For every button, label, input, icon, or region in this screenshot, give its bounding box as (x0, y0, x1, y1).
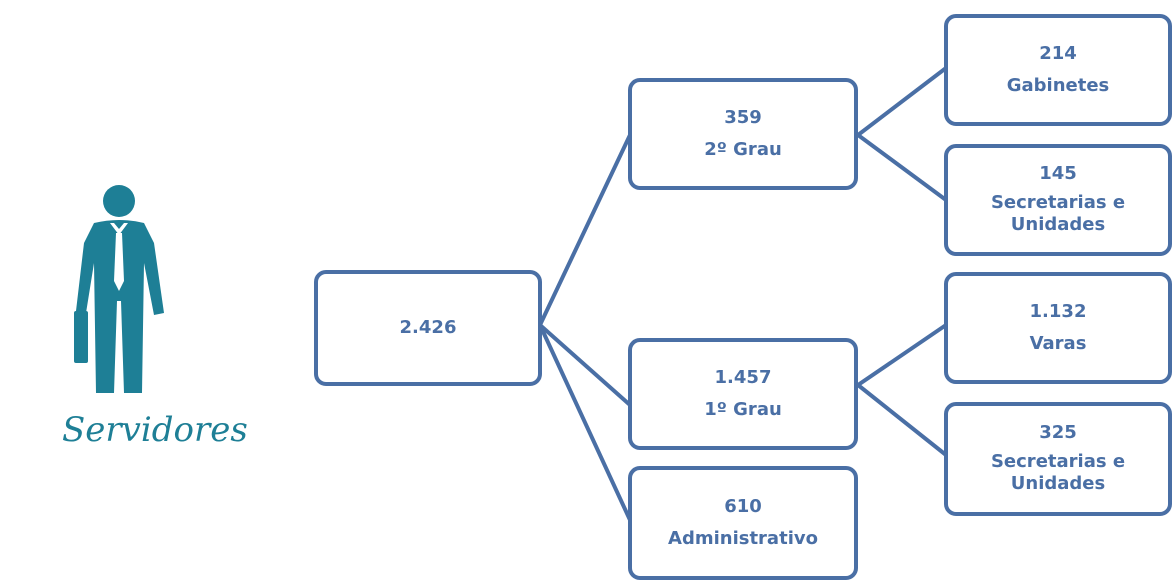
edge-grau1-varas (856, 323, 948, 387)
node-2-grau-value: 359 (724, 106, 762, 128)
node-secretarias-1-grau-label-1: Secretarias e (990, 450, 1126, 472)
node-total-value: 2.426 (399, 316, 457, 338)
edge-root-grau2 (538, 133, 632, 327)
edge-root-grau1 (538, 323, 632, 407)
node-1-grau-label: 1º Grau (704, 399, 782, 420)
businessman-with-briefcase-icon (74, 185, 164, 393)
node-gabinetes-value: 214 (1039, 42, 1077, 64)
edge-root-admin (538, 323, 632, 522)
node-administrativo-value: 610 (724, 495, 762, 517)
node-1-grau: 1.457 1º Grau (628, 338, 858, 450)
edge-grau2-sec2 (856, 133, 948, 202)
node-administrativo-label: Administrativo (668, 528, 818, 549)
node-secretarias-2-grau: 145 Secretarias e Unidades (944, 144, 1172, 256)
node-2-grau: 359 2º Grau (628, 78, 858, 190)
node-secretarias-1-grau: 325 Secretarias e Unidades (944, 402, 1172, 516)
node-gabinetes-label: Gabinetes (1006, 75, 1110, 96)
node-1-grau-value: 1.457 (714, 366, 772, 388)
node-2-grau-label: 2º Grau (704, 139, 782, 160)
node-administrativo: 610 Administrativo (628, 466, 858, 580)
node-secretarias-1-grau-value: 325 (1039, 422, 1077, 444)
node-varas: 1.132 Varas (944, 272, 1172, 384)
caption-servidores: Servidores (62, 410, 248, 450)
node-varas-value: 1.132 (1029, 300, 1087, 322)
edge-grau2-gabinetes (856, 66, 948, 137)
node-gabinetes: 214 Gabinetes (944, 14, 1172, 126)
node-secretarias-2-grau-label-1: Secretarias e (990, 191, 1126, 213)
node-secretarias-1-grau-label-2: Unidades (1010, 473, 1106, 495)
node-total: 2.426 (314, 270, 542, 386)
node-varas-label: Varas (1029, 333, 1087, 354)
node-secretarias-2-grau-value: 145 (1039, 163, 1077, 185)
edge-grau1-sec1 (856, 383, 948, 457)
node-secretarias-2-grau-label-2: Unidades (1010, 214, 1106, 236)
